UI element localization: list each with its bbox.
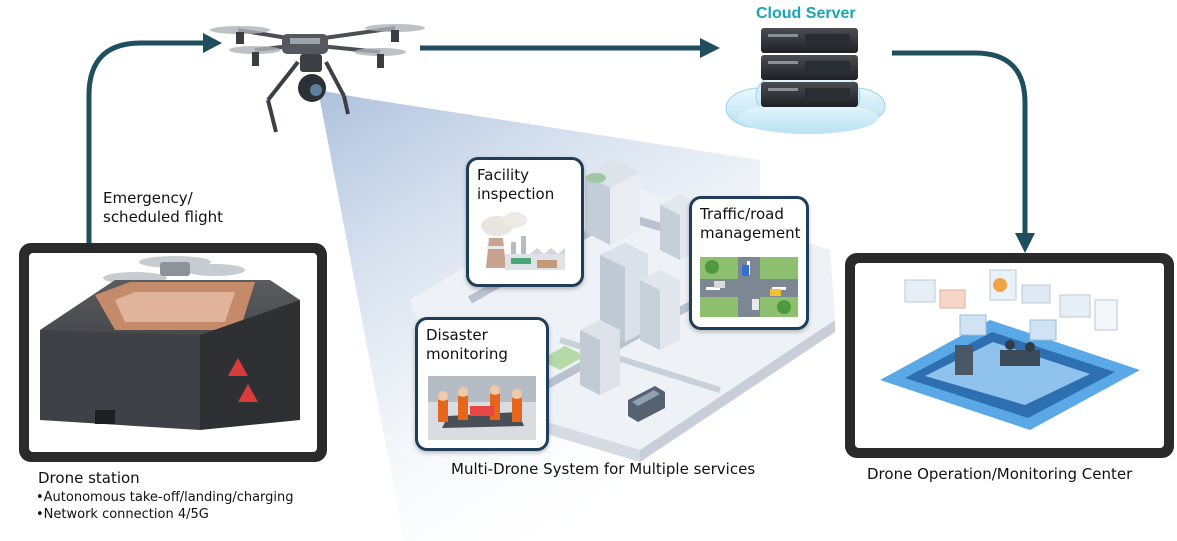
- card-disaster-monitoring: Disaster monitoring: [415, 317, 549, 451]
- station-bullet-2: •Network connection 4/5G: [36, 507, 209, 522]
- card-facility-line1: Facility: [477, 166, 529, 184]
- flight-label-line1: Emergency/: [103, 189, 193, 207]
- card-facility-line2: inspection: [477, 185, 555, 203]
- rescue-team-icon: [428, 376, 536, 440]
- card-facility-inspection: Facility inspection: [466, 157, 584, 287]
- factory-icon: [481, 212, 565, 270]
- card-disaster-line1: Disaster: [426, 326, 488, 344]
- station-bullet-1: •Autonomous take-off/landing/charging: [36, 490, 294, 505]
- card-traffic-title: Traffic/road management: [700, 205, 800, 243]
- card-traffic-line2: management: [700, 224, 801, 242]
- flight-label-line2: scheduled flight: [103, 208, 224, 226]
- monitoring-center-illustration: [880, 269, 1140, 430]
- drone-illustration: [210, 24, 425, 133]
- arrow-server-to-center: [892, 50, 1028, 235]
- cloud-server-illustration: [725, 28, 886, 134]
- card-traffic-line1: Traffic/road: [700, 205, 784, 223]
- flight-label: Emergency/ scheduled flight: [103, 189, 223, 227]
- traffic-intersection-icon: [700, 257, 798, 317]
- card-disaster-title: Disaster monitoring: [426, 326, 508, 364]
- card-facility-title: Facility inspection: [477, 166, 554, 204]
- arrow-station-to-drone: [86, 40, 205, 243]
- services-caption: Multi-Drone System for Multiple services: [451, 460, 756, 478]
- cloud-server-title: Cloud Server: [756, 5, 856, 22]
- card-disaster-line2: monitoring: [426, 345, 508, 363]
- center-caption: Drone Operation/Monitoring Center: [867, 465, 1133, 483]
- station-caption: Drone station: [38, 469, 140, 487]
- drone-station-illustration: [40, 256, 300, 430]
- card-traffic-road: Traffic/road management: [689, 196, 809, 330]
- bus: [628, 386, 665, 422]
